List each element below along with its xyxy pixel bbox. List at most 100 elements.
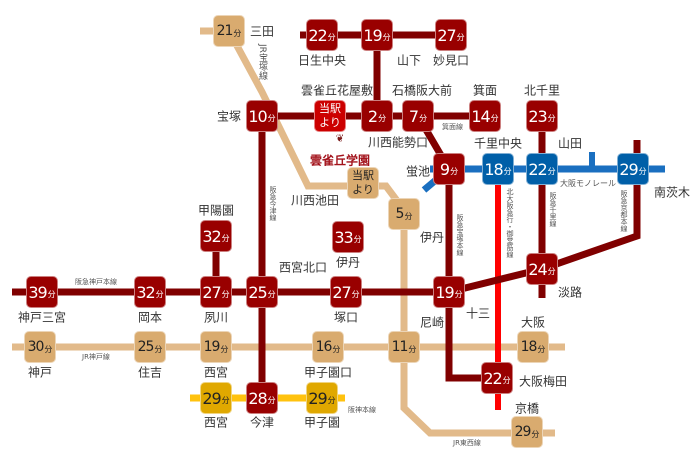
- minutes-unit: 分: [547, 114, 556, 123]
- minutes-unit: 分: [327, 396, 336, 405]
- travel-time: 7: [408, 106, 419, 126]
- minutes-unit: 分: [267, 396, 276, 405]
- travel-time: 9: [439, 159, 450, 179]
- station-minami-ibaraki-label: 南茨木: [653, 185, 691, 200]
- minutes-unit: 分: [456, 33, 465, 42]
- minutes-unit: 分: [419, 114, 428, 123]
- minutes-unit: 分: [44, 345, 53, 354]
- minutes-unit: 分: [547, 267, 556, 276]
- station-osaka-label: 大阪: [520, 315, 546, 330]
- line-label-jr-tozai: JR東西線: [453, 439, 481, 447]
- travel-time: 19: [363, 25, 382, 45]
- minutes-unit: 分: [378, 114, 387, 123]
- line-label-minoo: 箕面線: [442, 123, 463, 131]
- station-hotarugaike-label: 蛍池: [405, 164, 431, 179]
- line-label-jr-takarazuka: JR宝塚線: [257, 44, 267, 80]
- minutes-unit: 分: [351, 290, 360, 299]
- minutes-unit: 分: [233, 29, 242, 38]
- station-kyobashi-label: 京橋: [514, 401, 540, 416]
- station-sumiyoshi-label: 住吉: [137, 365, 163, 380]
- station-itami-hankyu-label: 伊丹: [335, 255, 361, 270]
- minutes-unit: 分: [267, 114, 276, 123]
- station-myokenguchi-label: 妙見口: [432, 53, 470, 68]
- minutes-unit: 分: [47, 290, 56, 299]
- station-tsukaguchi-label: 塚口: [333, 310, 359, 325]
- line-label-senri: 阪急千里線: [549, 192, 557, 227]
- station-hibarigaoka-hanayashiki-time-box[interactable]: 当駅より: [314, 100, 346, 132]
- travel-time: 10: [248, 106, 267, 126]
- station-yamada-label: 山田: [557, 136, 583, 151]
- travel-time: 22: [308, 25, 327, 45]
- line-label-midosuji: 北大阪急行・御堂筋線: [506, 188, 514, 258]
- station-sanda-label: 三田: [249, 24, 275, 39]
- minutes-unit: 分: [155, 290, 164, 299]
- travel-time: 29: [619, 159, 638, 179]
- station-yamashita-label: 山下: [396, 53, 422, 68]
- travel-time: 33: [334, 227, 353, 247]
- travel-time: 39: [28, 282, 47, 302]
- travel-time: 11: [391, 339, 409, 355]
- station-kobe-jr-label: 神戸: [27, 365, 53, 380]
- minutes-unit: 分: [332, 345, 341, 354]
- minutes-unit: 分: [547, 167, 556, 176]
- minutes-unit: 分: [454, 290, 463, 299]
- school-logo-icon: ❦: [335, 133, 345, 145]
- station-nishinomiya-hanshin-label: 西宮: [203, 415, 229, 430]
- station-kobe-sannomiya-label: 神戸三宮: [17, 310, 67, 325]
- travel-time: 29: [202, 388, 221, 408]
- station-kawanishi-ikeda-time-box[interactable]: 当駅より: [347, 167, 379, 199]
- line-label-imazu: 阪急今津線: [269, 186, 277, 221]
- minutes-unit: 分: [490, 114, 499, 123]
- minutes-unit: 分: [267, 290, 276, 299]
- minutes-unit: 分: [221, 396, 230, 405]
- station-shukugawa-label: 夙川: [203, 310, 229, 325]
- station-imazu-label: 今津: [249, 415, 275, 430]
- station-kitasenri-label: 北千里: [523, 83, 561, 98]
- minutes-unit: 分: [404, 212, 413, 221]
- line-label-kyoto-main: 阪急京都本線: [620, 190, 628, 232]
- minutes-unit: 分: [353, 235, 362, 244]
- travel-time: 27: [202, 282, 221, 302]
- station-hibarigaoka-hanayashiki-label: 雲雀丘花屋敷: [300, 83, 374, 98]
- station-nishinomiya-jr-label: 西宮: [203, 365, 229, 380]
- travel-time: 29: [514, 424, 532, 440]
- station-okamoto-label: 岡本: [137, 310, 163, 325]
- minutes-unit: 分: [450, 167, 459, 176]
- travel-time: 27: [437, 25, 456, 45]
- station-awaji-label: 淡路: [557, 285, 583, 300]
